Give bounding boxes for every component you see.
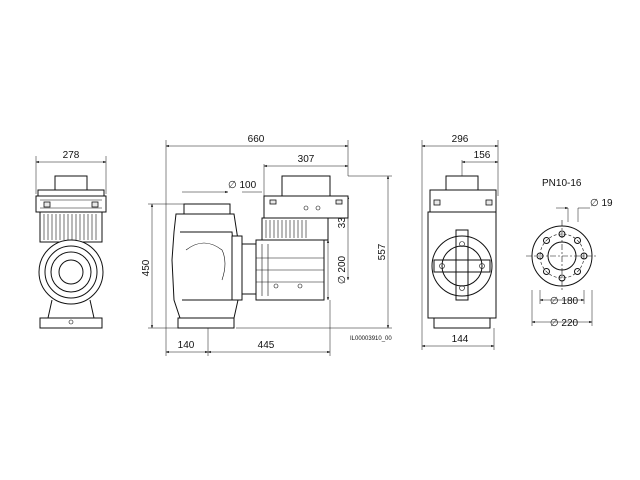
left-side-view: 278 [35,150,107,329]
flange-view: PN10-16 ∅ 19 ∅ 180 ∅ 220 [526,178,613,329]
dim-end-offset: 156 [474,150,491,161]
dim-base-140: 140 [178,340,195,351]
dim-bolt-hole: ∅ 19 [590,198,613,209]
dim-end-base: 144 [452,334,469,345]
center-front-view: 660 307 ∅ 100 557 332 ∅ 200 450 140 445 [141,134,392,356]
dim-flange-outer: ∅ 220 [550,318,579,329]
dim-base-445: 445 [258,340,275,351]
drawing-code: IL00003910_00 [350,336,392,342]
dim-motor-diameter: ∅ 200 [337,255,348,284]
dim-inlet-diameter: ∅ 100 [228,180,257,191]
dim-side-width: 278 [63,150,80,161]
dim-motor-box-width: 307 [298,154,315,165]
dim-height-full: 557 [377,243,388,260]
dim-end-width: 296 [452,134,469,145]
dim-overall-length: 660 [248,134,265,145]
dim-height-450: 450 [141,259,152,276]
right-end-view: 296 156 144 [421,134,499,350]
flange-standard-label: PN10-16 [542,178,582,189]
dim-height-top: 332 [337,211,348,228]
dim-bolt-circle: ∅ 180 [550,296,579,307]
